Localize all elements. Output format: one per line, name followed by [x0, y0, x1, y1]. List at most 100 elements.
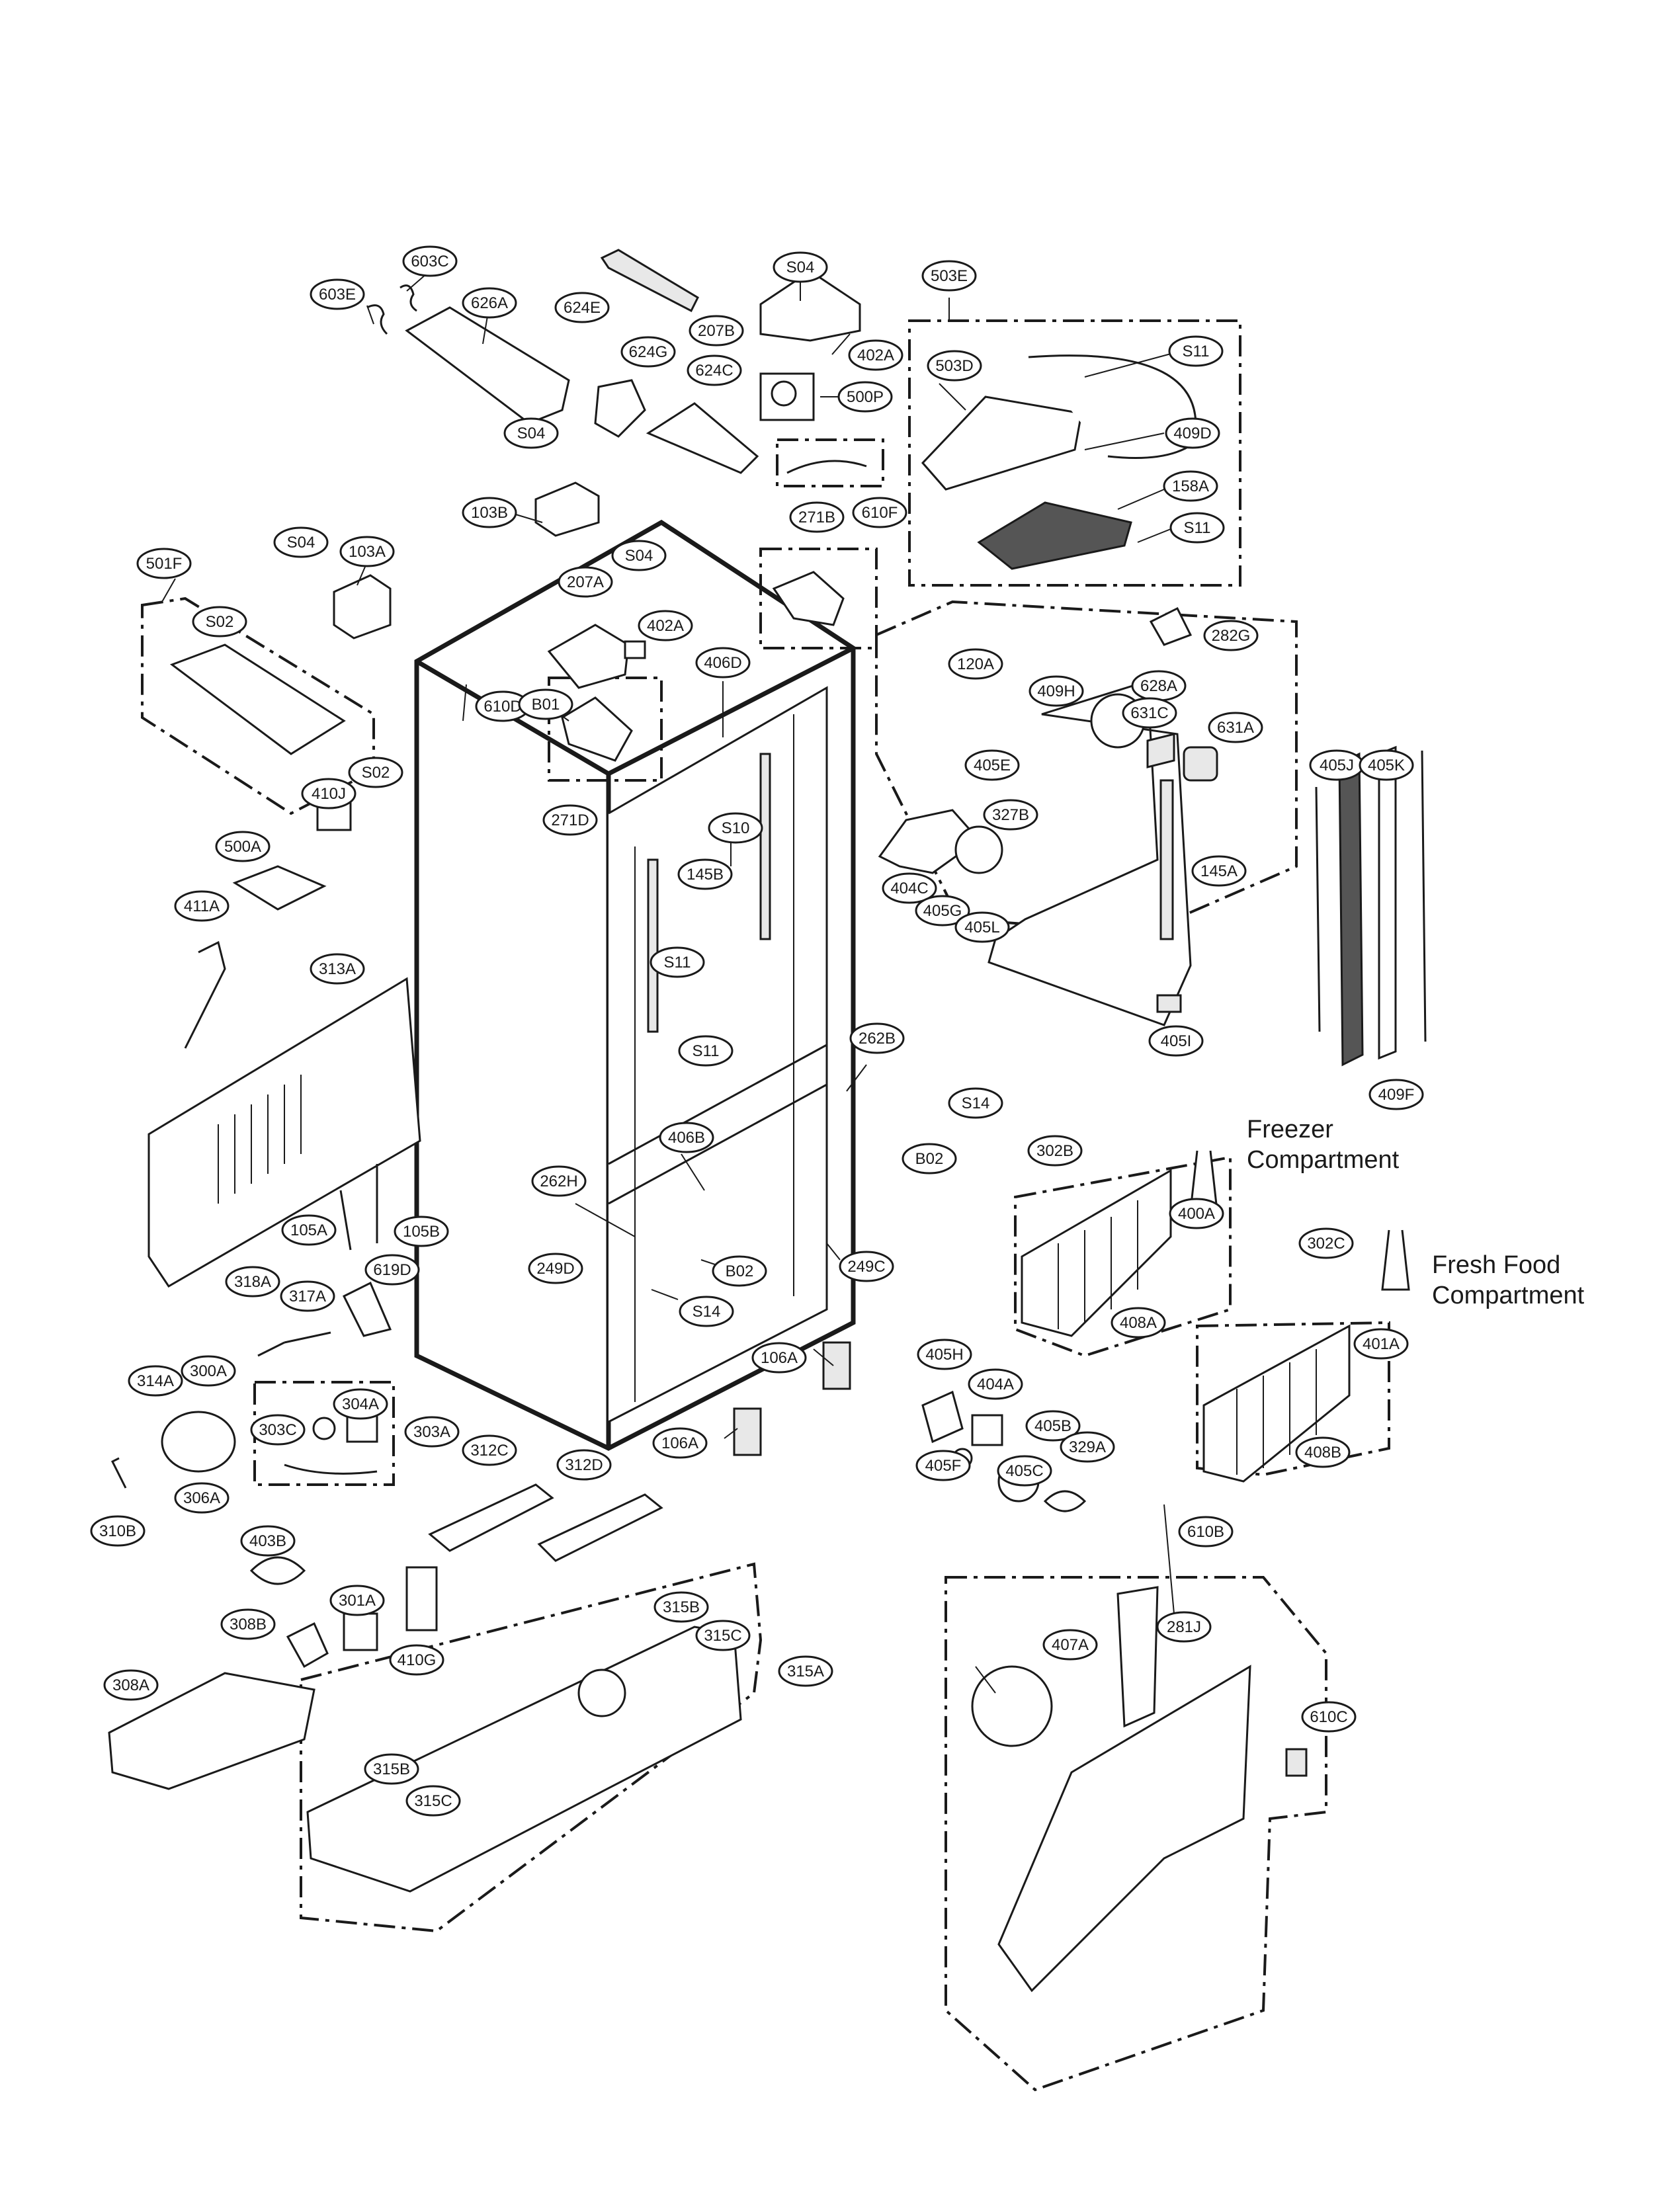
- callout-label: 405J: [1320, 757, 1354, 774]
- callout-c313A: 313A: [310, 953, 365, 985]
- callout-label: 303C: [259, 1421, 296, 1439]
- callout-label: 610C: [1310, 1708, 1347, 1726]
- callout-oval: [1208, 712, 1263, 743]
- callout-label: 405H: [925, 1346, 963, 1364]
- callout-label: 405K: [1368, 757, 1405, 774]
- callout-label: 282G: [1212, 627, 1251, 645]
- callout-label: 312C: [470, 1442, 508, 1460]
- callout-cB01: B01: [518, 688, 573, 720]
- part-405H: [921, 1390, 964, 1444]
- callout-oval: [620, 336, 676, 368]
- callout-c302B: 302B: [1027, 1135, 1083, 1167]
- callout-label: 315C: [704, 1627, 741, 1645]
- callout-oval: [650, 946, 705, 978]
- callout-label: 300A: [190, 1362, 227, 1380]
- callout-c401A: 401A: [1353, 1328, 1409, 1360]
- callout-c303A: 303A: [404, 1416, 460, 1448]
- callout-oval: [462, 287, 517, 319]
- callout-label: S11: [664, 954, 691, 971]
- callout-oval: [678, 1035, 734, 1067]
- callout-cB02_mid: B02: [712, 1255, 767, 1287]
- callout-label: S04: [786, 259, 815, 276]
- callout-c405C: 405C: [997, 1455, 1052, 1487]
- callout-oval: [301, 778, 357, 809]
- callout-oval: [348, 757, 403, 788]
- callout-oval: [215, 831, 271, 862]
- callout-c406D: 406D: [695, 647, 751, 679]
- callout-oval: [751, 1342, 807, 1374]
- callout-oval: [1353, 1328, 1409, 1360]
- callout-c603E: 603E: [310, 278, 365, 310]
- callout-label: 409D: [1173, 425, 1211, 442]
- part-304A: [346, 1414, 378, 1443]
- callout-oval: [968, 1368, 1023, 1400]
- part-207A: [547, 624, 630, 689]
- callout-label: 308A: [112, 1676, 149, 1694]
- callout-oval: [1122, 697, 1177, 729]
- callout-label: 624C: [695, 362, 733, 380]
- callout-c626A: 626A: [462, 287, 517, 319]
- part-105A: [339, 1190, 352, 1251]
- part-318A: [257, 1341, 285, 1357]
- part-407A: [971, 1665, 1053, 1747]
- callout-cS14_right: S14: [948, 1087, 1003, 1119]
- callout-c400A: 400A: [1169, 1198, 1224, 1229]
- callout-label: 402A: [857, 347, 894, 364]
- callout-label: S04: [287, 534, 315, 552]
- callout-oval: [1178, 1516, 1234, 1547]
- callout-label: S14: [962, 1094, 990, 1112]
- callout-c315C_top: 315C: [695, 1620, 751, 1651]
- callout-label: 207B: [698, 322, 735, 340]
- callout-c105B: 105B: [394, 1216, 449, 1247]
- callout-oval: [1163, 470, 1218, 502]
- callout-oval: [915, 895, 970, 927]
- callout-s02_b: S02: [348, 757, 403, 788]
- callout-c301A: 301A: [329, 1585, 385, 1616]
- callout-label: 306A: [183, 1489, 220, 1507]
- part-329A: [1043, 1490, 1087, 1512]
- fresh-food-title-line-1: Fresh Food: [1432, 1251, 1560, 1279]
- callout-oval: [364, 1254, 420, 1286]
- callout-label: 271B: [798, 509, 835, 526]
- callout-label: 603C: [411, 253, 448, 270]
- callout-c318A: 318A: [225, 1266, 280, 1298]
- callout-s11_d: S11: [678, 1035, 734, 1067]
- callout-label: 317A: [289, 1288, 326, 1305]
- part-158A: [977, 501, 1132, 570]
- callout-s11_c: S11: [650, 946, 705, 978]
- part-120A: [987, 679, 1192, 1026]
- callout-c404C: 404C: [882, 872, 937, 904]
- callout-c407A: 407A: [1042, 1629, 1098, 1661]
- part-403B: [249, 1556, 306, 1585]
- callout-c405H: 405H: [917, 1339, 972, 1370]
- callout-oval: [1168, 335, 1224, 367]
- callout-oval: [773, 251, 828, 283]
- callout-label: 406D: [704, 654, 741, 672]
- callout-c631C: 631C: [1122, 697, 1177, 729]
- callout-label: 103A: [349, 543, 386, 561]
- callout-oval: [679, 1296, 734, 1327]
- callout-label: 310B: [99, 1522, 136, 1540]
- callout-oval: [174, 1482, 230, 1514]
- callout-c306A: 306A: [174, 1482, 230, 1514]
- callout-c405L: 405L: [954, 911, 1010, 943]
- callout-label: 628A: [1140, 677, 1177, 695]
- callout-label: 105A: [290, 1221, 327, 1239]
- callout-label: 407A: [1052, 1636, 1089, 1654]
- part-411A: [184, 940, 226, 1049]
- callout-label: S02: [362, 764, 390, 782]
- callout-label: S04: [517, 425, 546, 442]
- callout-label: S02: [206, 613, 234, 631]
- callout-c405B: 405B: [1025, 1410, 1081, 1442]
- callout-label: 314A: [137, 1372, 174, 1390]
- callout-c610F: 610F: [852, 497, 907, 528]
- callout-oval: [1359, 749, 1414, 781]
- callout-c610B: 610B: [1178, 1516, 1234, 1547]
- callout-oval: [528, 1253, 583, 1284]
- callout-c410G: 410G: [389, 1644, 444, 1676]
- callout-oval: [220, 1608, 276, 1640]
- callout-s04_a: S04: [773, 251, 828, 283]
- callout-label: 313A: [319, 960, 356, 978]
- callout-oval: [518, 688, 573, 720]
- callout-c329A: 329A: [1060, 1431, 1115, 1463]
